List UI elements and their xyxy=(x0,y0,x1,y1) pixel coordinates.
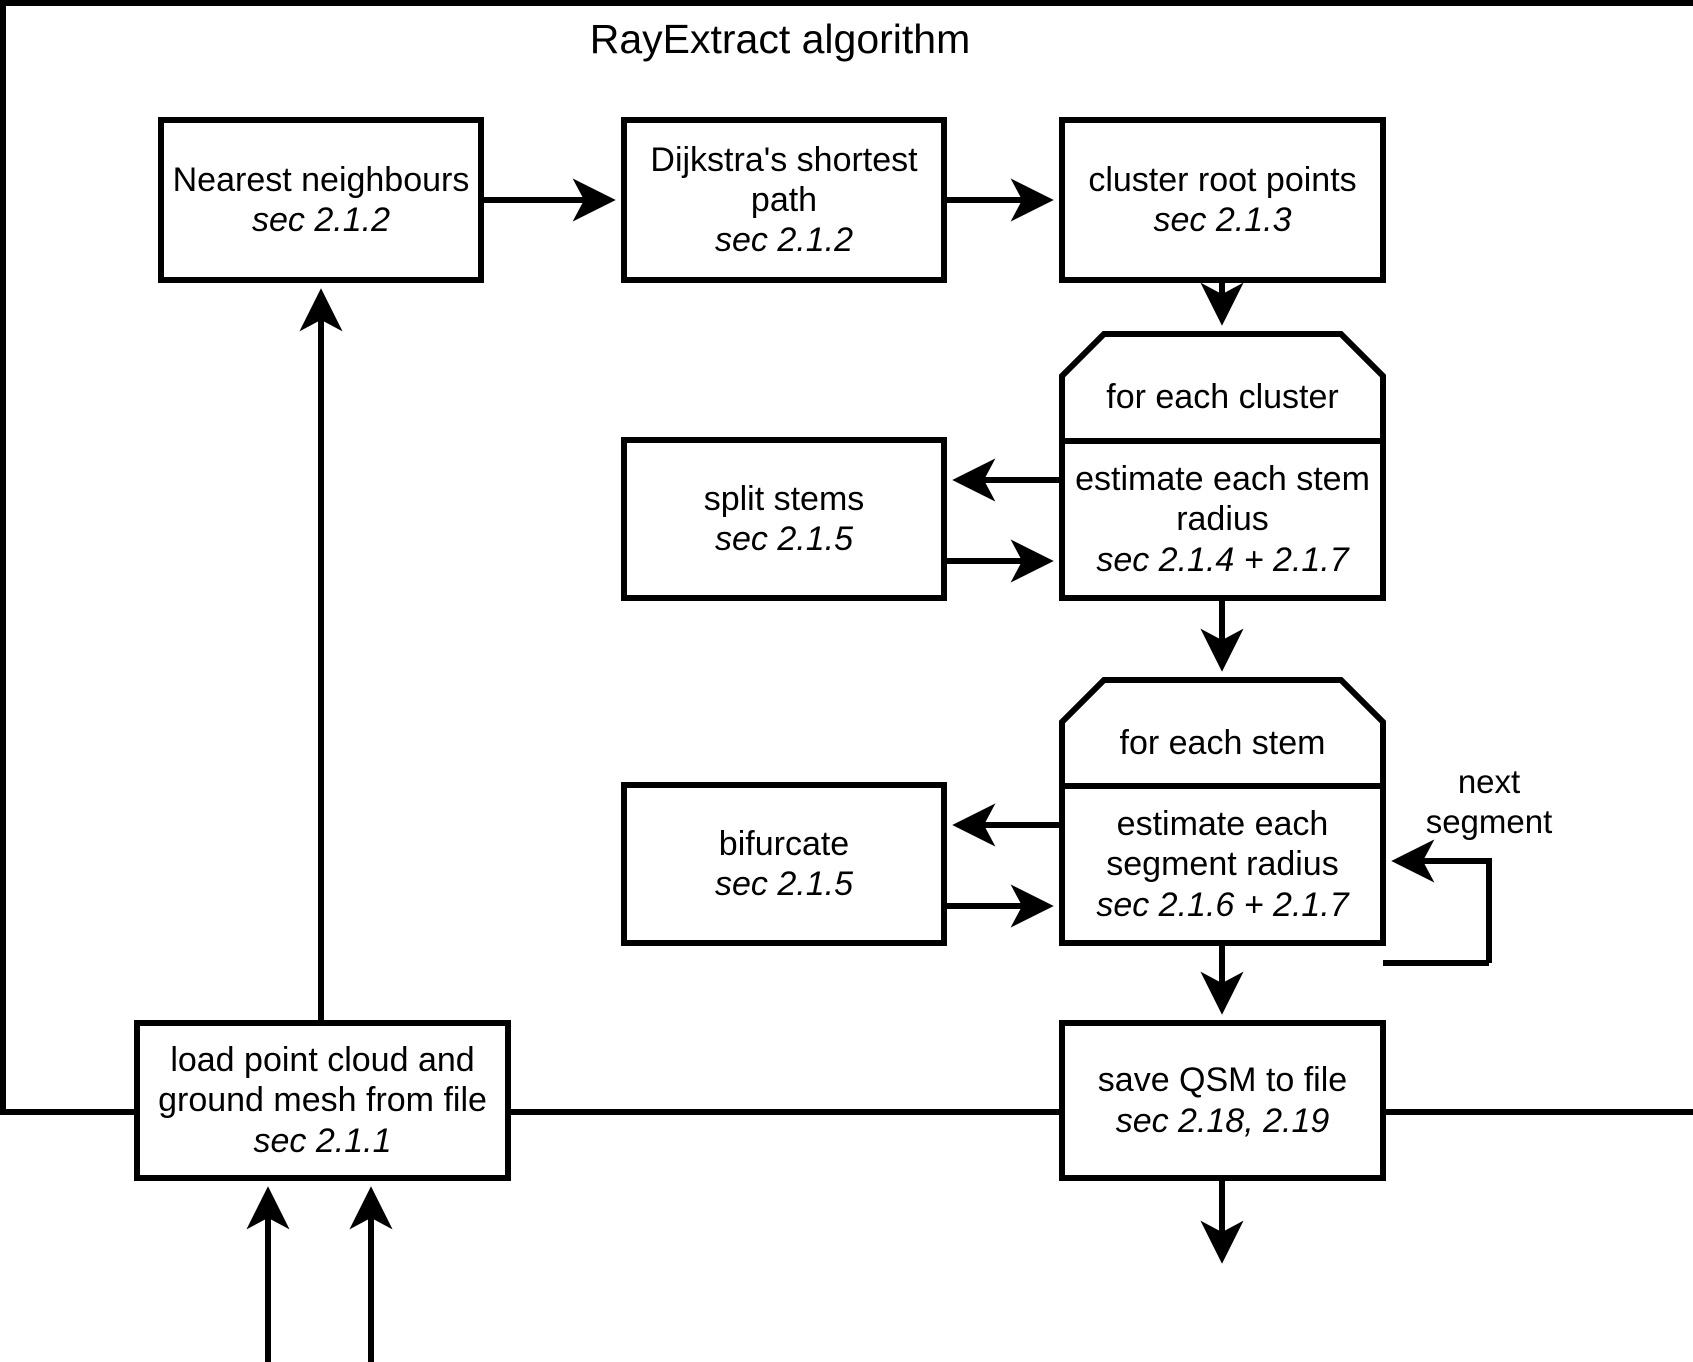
node-save-qsm-shape xyxy=(1059,1020,1386,1181)
outer-frame xyxy=(0,0,1693,1115)
node-estimate-segment-radius-shape xyxy=(1059,783,1386,946)
node-for-each-cluster-shape xyxy=(1059,331,1386,444)
edge-label-line: segment xyxy=(1425,802,1553,840)
node-for-each-stem-shape xyxy=(1059,677,1386,789)
page-title: RayExtract algorithm xyxy=(589,16,971,62)
node-bifurcate-shape xyxy=(621,782,947,946)
node-nearest-neighbours-shape xyxy=(158,117,484,283)
node-cluster-root-points-shape xyxy=(1059,117,1386,283)
node-estimate-stem-radius-shape xyxy=(1059,438,1386,601)
node-split-stems-shape xyxy=(621,437,947,601)
edge-label-next-segment: next segment xyxy=(1389,762,1589,841)
edge-next-segment-loop xyxy=(1391,839,1492,963)
node-load-point-cloud-shape xyxy=(134,1020,511,1181)
edge-label-line: next xyxy=(1457,763,1521,800)
node-dijkstra-shape xyxy=(621,117,947,283)
